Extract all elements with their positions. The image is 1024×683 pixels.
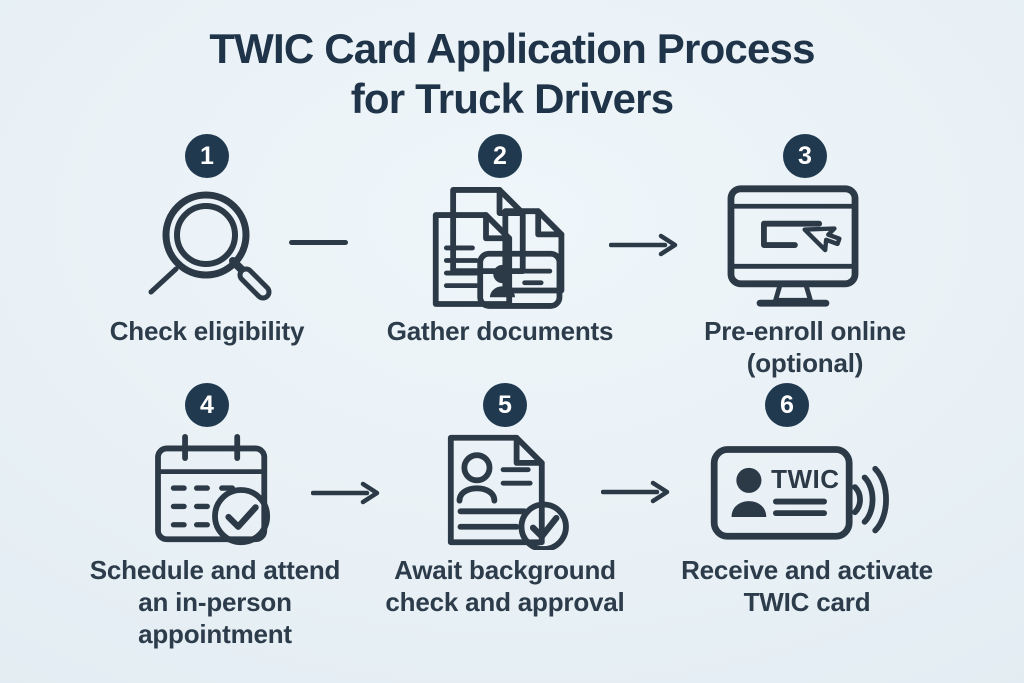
page-title-line-1: TWIC Card Application Process	[209, 25, 815, 72]
step-3: 3 Pre-enroll online (optional)	[655, 134, 955, 379]
monitor-cursor-icon-svg	[727, 185, 859, 307]
step-3-number-badge: 3	[783, 134, 827, 178]
step-1: 1 Check eligibility	[57, 134, 357, 347]
step-6-label: Receive and activate TWIC card	[681, 555, 933, 617]
signal-wave-2	[861, 474, 876, 525]
step-1-label: Check eligibility	[109, 316, 305, 346]
monitor-cursor-icon	[655, 183, 955, 309]
calendar-check-icon-svg	[155, 433, 271, 546]
twic-card-icon-svg: TWIC	[710, 446, 889, 540]
page-title-line-2: for Truck Drivers	[350, 75, 674, 122]
documents-icon	[350, 183, 650, 309]
signal-wave-1	[852, 484, 863, 516]
step-5: 5 Await background check and approval	[355, 383, 655, 618]
arrow-step4-step5	[311, 481, 380, 505]
arrow-step5-step6	[601, 480, 670, 504]
signal-wave-3	[872, 465, 889, 534]
calendar-check-icon	[65, 432, 365, 548]
step-2: 2 Gather documents	[350, 134, 650, 347]
background-check-document-icon	[355, 432, 655, 550]
page-title: TWIC Card Application Process for Truck …	[0, 24, 1024, 124]
step-4: 4 Schedule and attend an in-person a	[65, 383, 365, 650]
step-6: 6 TWIC Receive and activate TWIC card	[657, 383, 957, 618]
twic-card-icon: TWIC	[657, 432, 957, 548]
connector-step1-step2	[289, 240, 348, 245]
arrow-step2-step3	[609, 233, 678, 257]
step-6-number-badge: 6	[765, 383, 809, 427]
documents-icon-svg	[432, 187, 564, 309]
twic-card-text: TWIC	[771, 464, 839, 494]
step-4-label: Schedule and attend an in-person appoint…	[89, 555, 341, 649]
step-4-number-badge: 4	[185, 383, 229, 427]
step-5-number-badge: 5	[483, 383, 527, 427]
step-1-number-badge: 1	[185, 134, 229, 178]
step-2-number-badge: 2	[478, 134, 522, 178]
step-3-label: Pre-enroll online (optional)	[704, 316, 906, 378]
magnifier-icon	[57, 183, 357, 309]
step-5-label: Await background check and approval	[385, 555, 625, 617]
magnifier-icon-svg	[148, 191, 272, 301]
step-2-label: Gather documents	[386, 316, 614, 346]
background-check-document-icon-svg	[447, 434, 569, 550]
